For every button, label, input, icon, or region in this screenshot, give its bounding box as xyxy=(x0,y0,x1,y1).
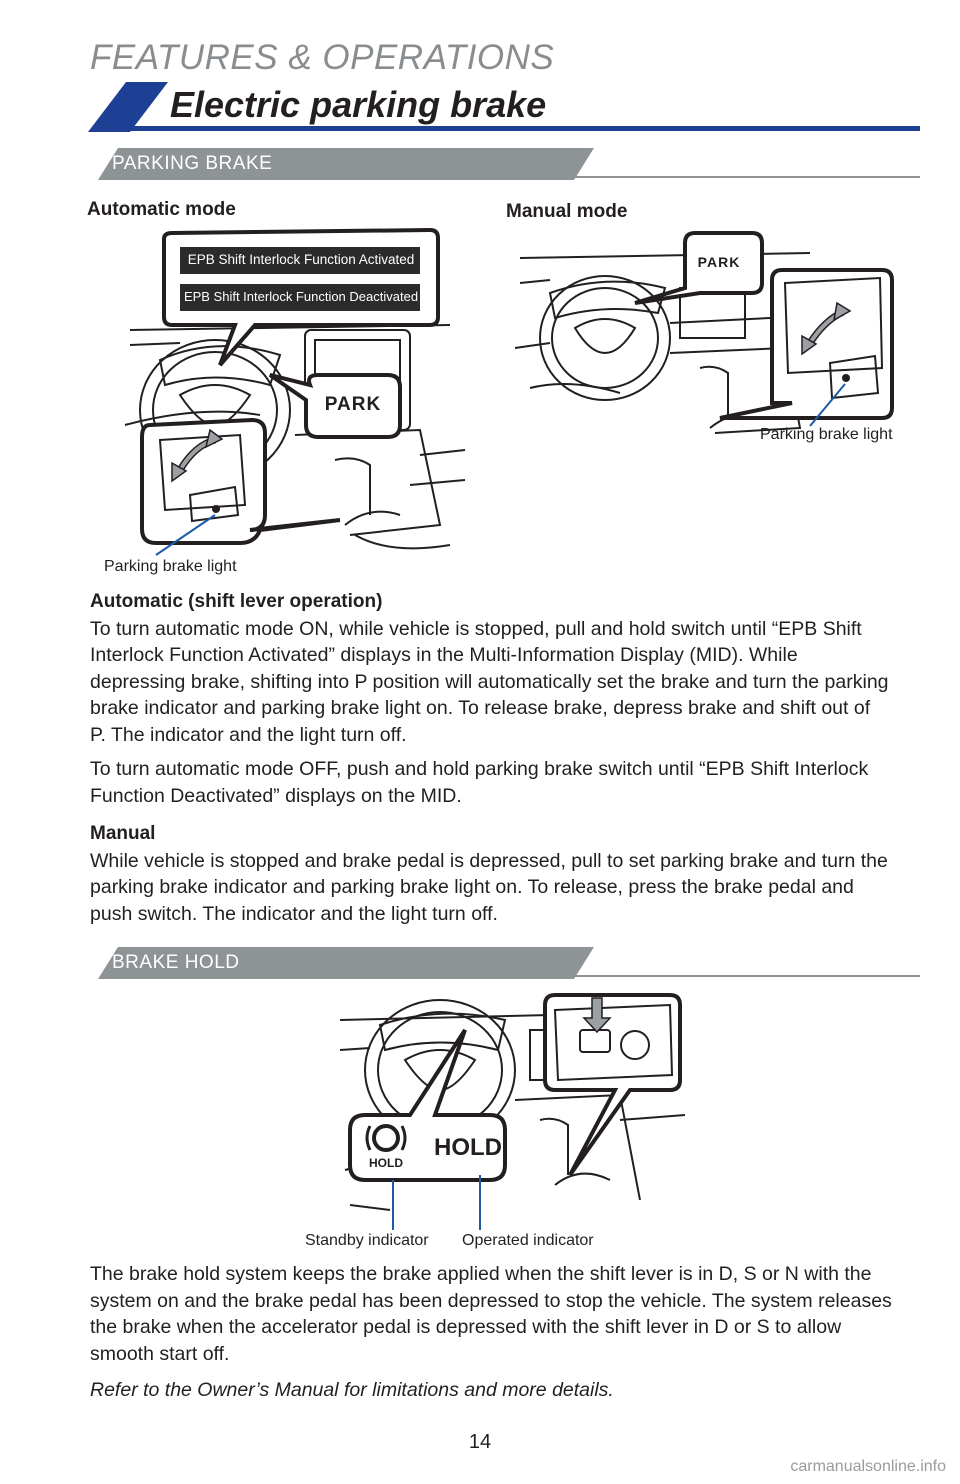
automatic-mode-caption: Automatic mode xyxy=(87,199,236,220)
manual-heading: Manual xyxy=(90,823,156,844)
mid-activated-message: EPB Shift Interlock Function Activated xyxy=(187,252,415,267)
manual-paragraph: While vehicle is stopped and brake pedal… xyxy=(90,849,888,925)
operated-indicator-text: HOLD xyxy=(434,1134,502,1161)
automatic-paragraph-off: To turn automatic mode OFF, push and hol… xyxy=(90,758,869,807)
standby-indicator-icon-text: HOLD xyxy=(369,1156,403,1170)
parking-brake-body: Automatic (shift lever operation) To tur… xyxy=(90,589,890,927)
mid-deactivated-message: EPB Shift Interlock Function Deactivated xyxy=(183,289,419,304)
operated-indicator-label: Operated indicator xyxy=(462,1232,594,1249)
parking-brake-subheading: PARKING BRAKE xyxy=(112,153,273,174)
brake-hold-illustration xyxy=(339,993,686,1230)
brake-hold-subheading: BRAKE HOLD xyxy=(112,952,240,973)
manual-mode-illustration xyxy=(514,231,894,434)
parking-brake-light-label-manual: Parking brake light xyxy=(760,426,893,443)
manual-mode-caption: Manual mode xyxy=(506,201,628,222)
page-title: Electric parking brake xyxy=(170,84,547,125)
watermark: carmanualsonline.info xyxy=(790,1458,946,1475)
owners-manual-note: Refer to the Owner’s Manual for limitati… xyxy=(90,1379,614,1401)
standby-indicator-label: Standby indicator xyxy=(305,1232,429,1249)
brake-hold-body: The brake hold system keeps the brake ap… xyxy=(90,1261,900,1404)
section-heading: FEATURES & OPERATIONS xyxy=(90,38,555,77)
automatic-heading: Automatic (shift lever operation) xyxy=(90,591,383,612)
parking-brake-subheading-bar xyxy=(98,148,920,180)
brake-hold-subheading-bar xyxy=(98,947,920,979)
automatic-paragraph-on: To turn automatic mode ON, while vehicle… xyxy=(90,617,889,746)
brake-hold-paragraph: The brake hold system keeps the brake ap… xyxy=(90,1263,892,1365)
title-bar xyxy=(88,82,920,132)
park-indicator-manual: PARK xyxy=(697,254,741,270)
parking-brake-light-label-auto: Parking brake light xyxy=(104,558,237,575)
page-number: 14 xyxy=(468,1431,492,1453)
park-indicator-auto: PARK xyxy=(324,394,382,415)
automatic-mode-illustration xyxy=(124,227,466,556)
